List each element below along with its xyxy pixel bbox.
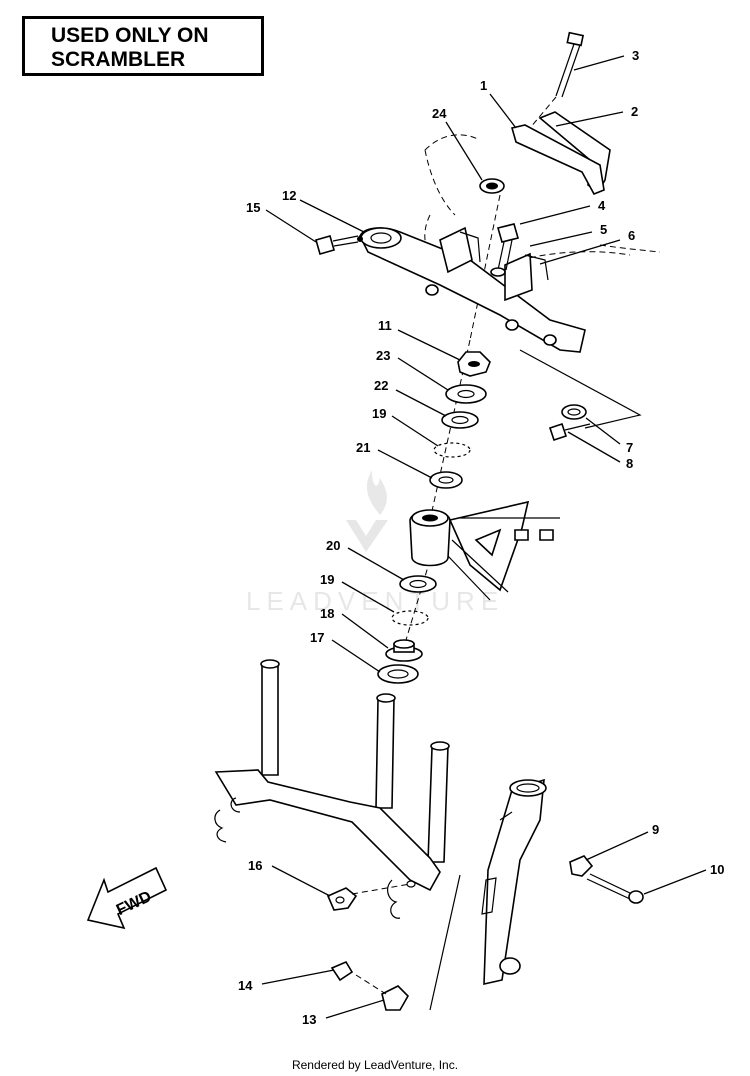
callout-23: 23 — [376, 348, 390, 363]
callout-1: 1 — [480, 78, 487, 93]
callout-20: 20 — [326, 538, 340, 553]
callout-21: 21 — [356, 440, 370, 455]
fork-tube — [429, 778, 547, 1011]
clamp-part-9 — [569, 855, 594, 877]
bolt-part-10 — [586, 873, 644, 904]
race-part-20 — [399, 575, 437, 593]
steering-head — [409, 500, 560, 601]
callout-24: 24 — [432, 106, 447, 121]
callout-15: 15 — [246, 200, 260, 215]
leader-lines — [261, 55, 707, 1019]
callout-19-lower: 19 — [320, 572, 334, 587]
washer-part-24 — [479, 178, 505, 194]
callout-2: 2 — [631, 104, 638, 119]
callout-22: 22 — [374, 378, 388, 393]
callout-14: 14 — [238, 978, 253, 993]
callout-8: 8 — [626, 456, 633, 471]
callout-4: 4 — [598, 198, 606, 213]
callout-7: 7 — [626, 440, 633, 455]
clamp-part-16 — [326, 883, 411, 911]
model-note-banner: USED ONLY ON SCRAMBLER — [22, 16, 264, 76]
callout-13: 13 — [302, 1012, 316, 1027]
callout-12: 12 — [282, 188, 296, 203]
clamp-part-1 — [510, 124, 605, 196]
bolt-part-3 — [519, 31, 585, 141]
callout-3: 3 — [632, 48, 639, 63]
callout-19-upper: 19 — [372, 406, 386, 421]
forward-direction-arrow: FWD — [86, 866, 168, 930]
banner-line-2: SCRAMBLER — [51, 48, 186, 71]
bolt-part-15 — [315, 235, 363, 255]
upper-yoke — [359, 226, 586, 353]
callout-6: 6 — [628, 228, 635, 243]
callout-17: 17 — [310, 630, 324, 645]
callout-9: 9 — [652, 822, 659, 837]
seal-part-17 — [377, 664, 419, 684]
callout-16: 16 — [248, 858, 262, 873]
axis-line-lower — [399, 559, 431, 661]
bolt-part-8 — [548, 422, 591, 442]
callout-18: 18 — [320, 606, 334, 621]
clamp-part-13 — [355, 974, 409, 1011]
banner-line-1: USED ONLY ON — [51, 24, 209, 47]
callout-labels: 3 2 1 24 4 5 6 12 15 11 23 22 19 21 20 1… — [238, 48, 724, 1027]
bolt-part-4 — [490, 223, 519, 277]
race-part-22 — [441, 411, 479, 429]
lower-fork-frame — [214, 659, 450, 919]
washer-part-23 — [445, 384, 487, 404]
nut-part-11 — [457, 351, 491, 377]
callout-5: 5 — [600, 222, 607, 237]
callout-10: 10 — [710, 862, 724, 877]
axis-line-upper — [469, 194, 501, 341]
bearing-part-19-upper — [433, 442, 471, 458]
race-part-18 — [385, 639, 423, 662]
watermark-logo: LEADVENTURE — [246, 470, 504, 616]
washer-part-7 — [519, 349, 642, 429]
race-part-21 — [429, 471, 463, 489]
nut-part-14 — [330, 960, 354, 982]
callout-11: 11 — [378, 318, 392, 333]
bearing-part-19-lower — [391, 610, 429, 626]
footer-credit: Rendered by LeadVenture, Inc. — [291, 1058, 459, 1072]
watermark-text: LEADVENTURE — [246, 586, 504, 616]
